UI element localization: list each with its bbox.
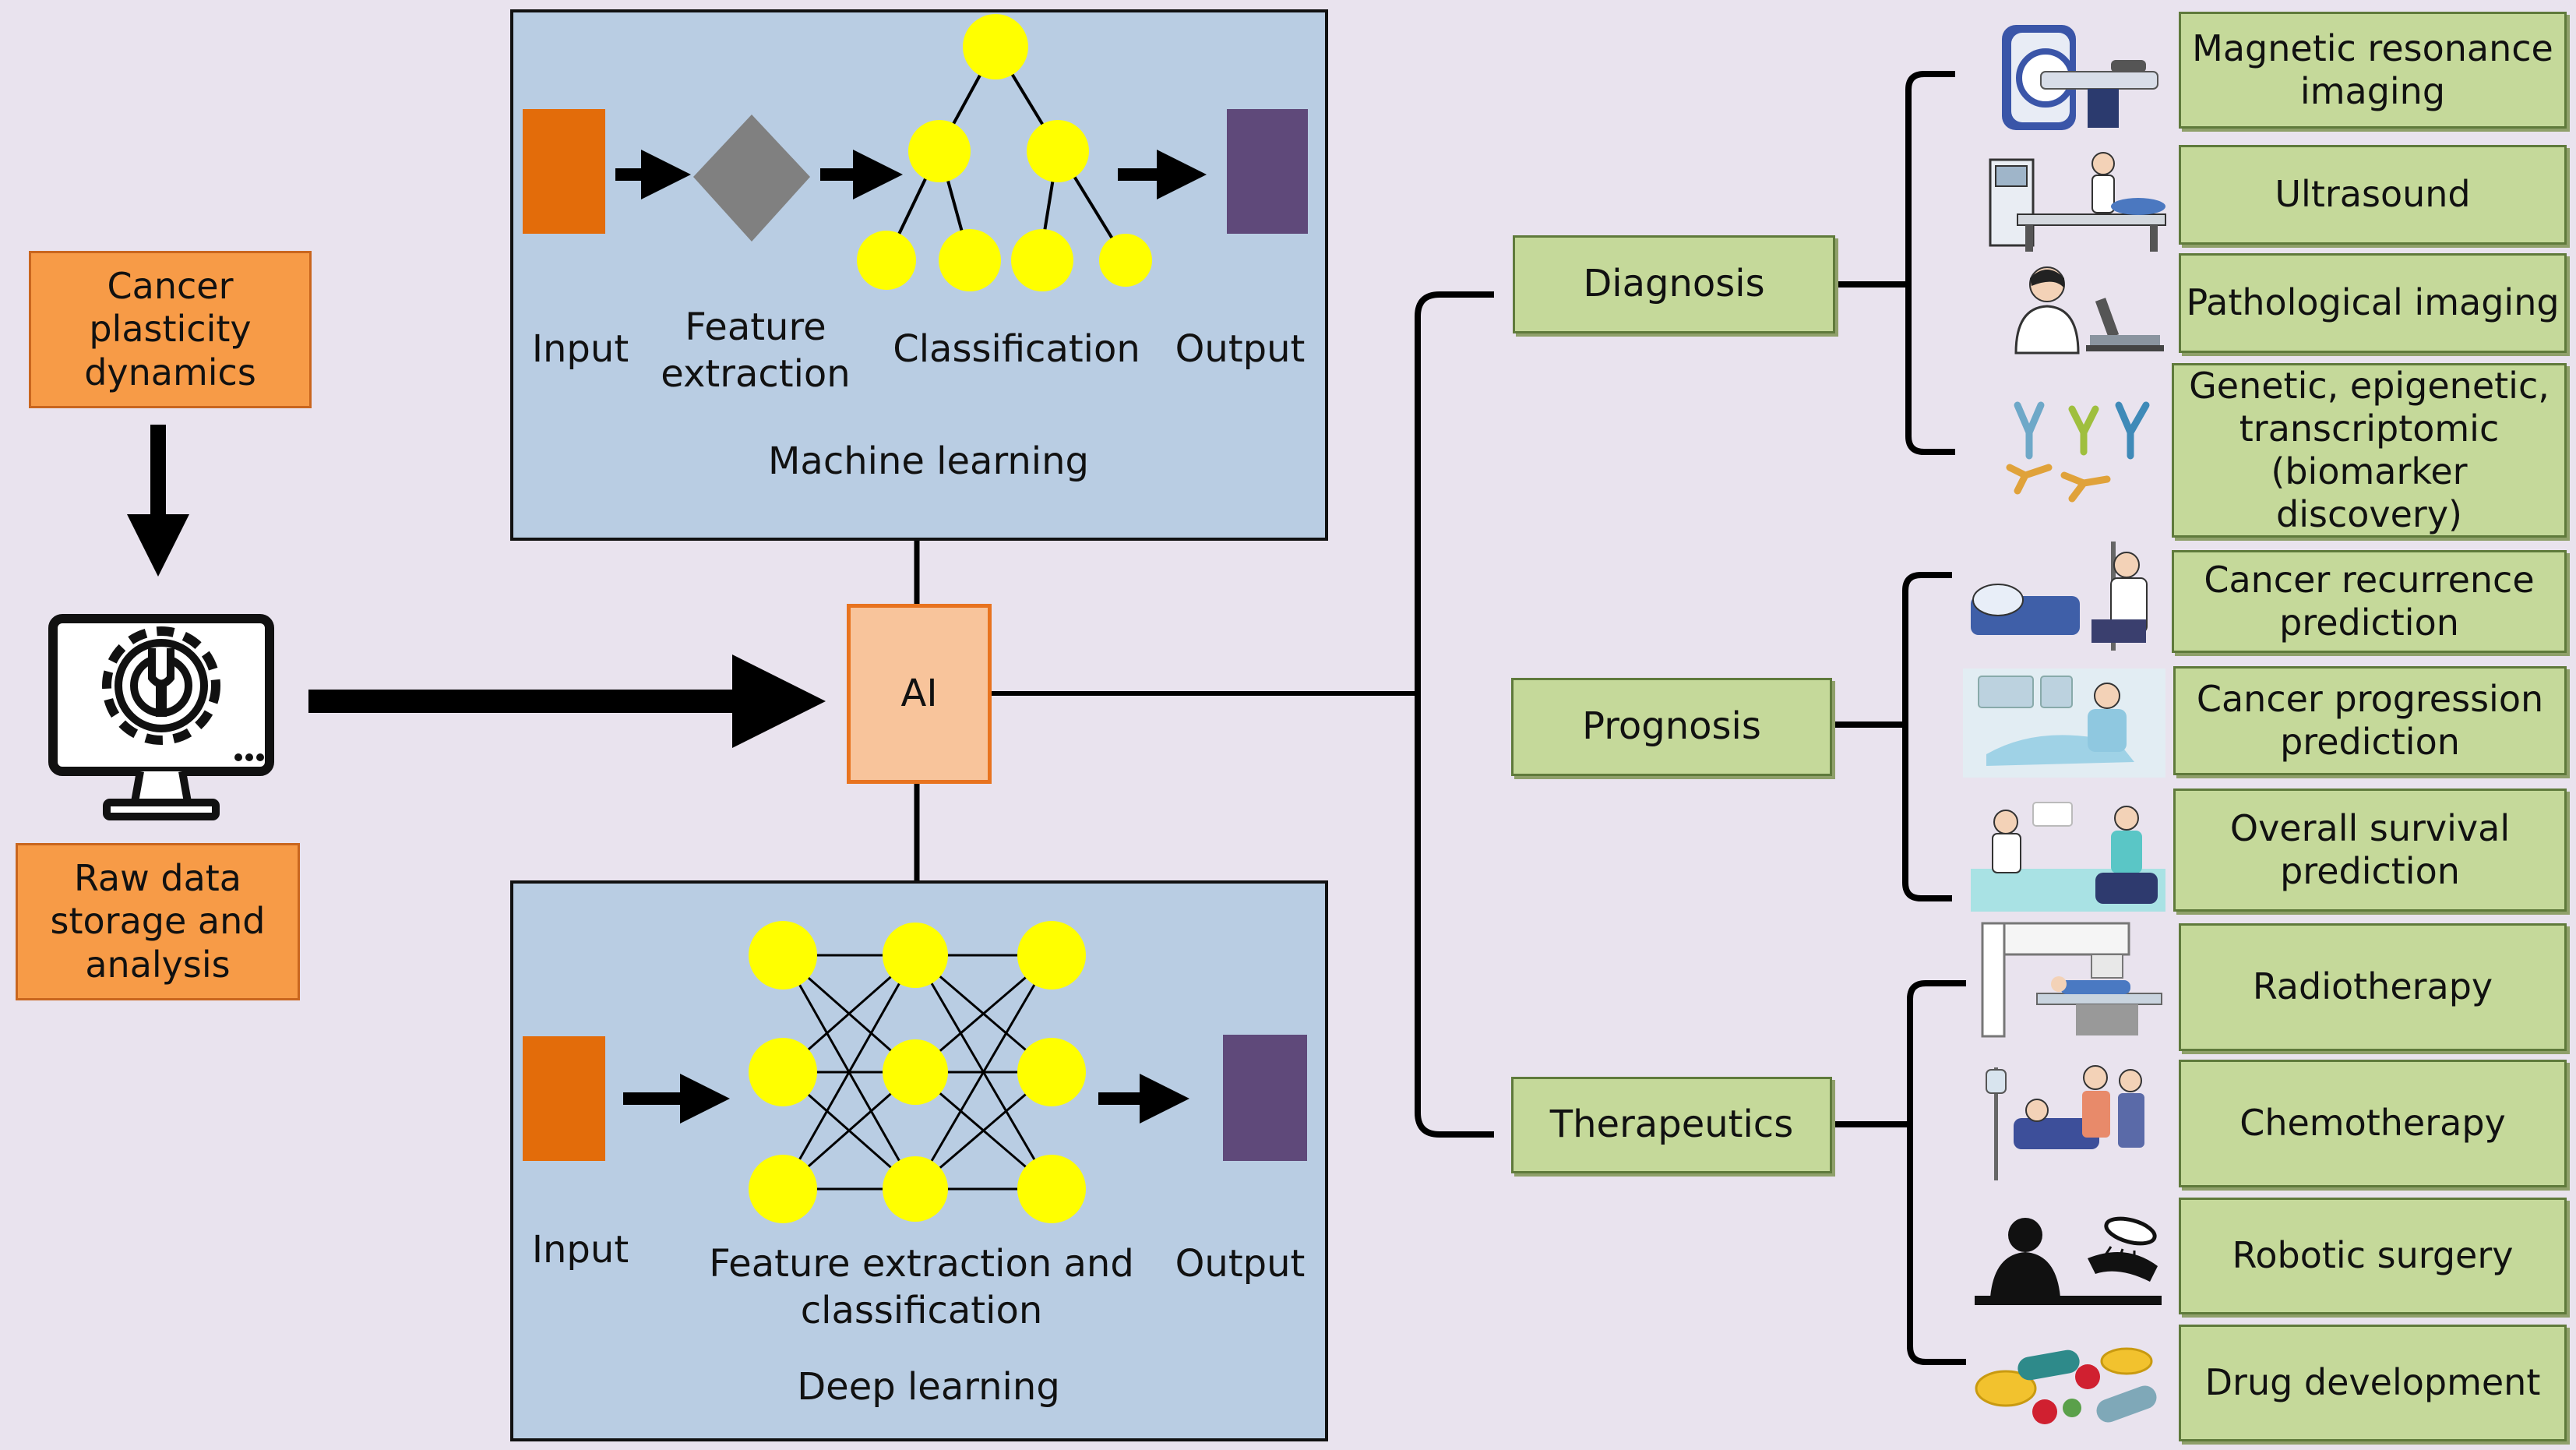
therapeutics-bracket	[1907, 980, 1966, 1365]
ml-feature-label: Feature extraction	[661, 305, 851, 396]
nn-node	[1017, 1038, 1086, 1106]
nn-node	[749, 921, 817, 990]
main-bracket	[1415, 291, 1494, 1138]
outcome-radiotherapy: Radiotherapy	[2179, 923, 2567, 1051]
nn-node	[1017, 1155, 1086, 1223]
radiotherapy-machine-icon	[1981, 922, 2162, 1038]
nn-node	[883, 1156, 948, 1222]
nn-node	[883, 923, 948, 988]
ml-output-block	[1227, 109, 1308, 234]
chemotherapy-infusion-icon	[1986, 1065, 2144, 1180]
ml-input-block	[523, 109, 605, 234]
microscope-scientist-icon	[2014, 266, 2164, 355]
outcome-drug-development: Drug development	[2179, 1325, 2567, 1441]
prognosis-bracket	[1902, 572, 1952, 901]
outcome-survival: Overall survival prediction	[2173, 789, 2567, 912]
diagnosis-bracket	[1905, 71, 1955, 455]
tree-node	[908, 120, 971, 182]
nn-node	[1017, 921, 1086, 990]
dl-title: Deep learning	[797, 1365, 1060, 1409]
outcome-robotic-surgery: Robotic surgery	[2179, 1198, 2567, 1314]
outcome-chemotherapy: Chemotherapy	[2179, 1060, 2567, 1187]
nn-node	[749, 1038, 817, 1106]
outcome-recurrence: Cancer recurrence prediction	[2172, 550, 2567, 653]
outcome-progression: Cancer progression prediction	[2173, 666, 2567, 775]
nn-node	[749, 1155, 817, 1223]
ml-feature-diamond	[693, 115, 810, 242]
ml-pipeline-graphic	[523, 14, 1308, 291]
ml-decision-tree	[857, 14, 1152, 291]
dl-input-label: Input	[531, 1228, 629, 1272]
raw-data-box: Raw data storage and analysis	[16, 843, 300, 1000]
antibody-icon	[2006, 401, 2150, 503]
tree-node	[963, 14, 1028, 79]
outcome-pathological: Pathological imaging	[2179, 253, 2567, 353]
dl-input-block	[523, 1036, 605, 1161]
mri-scanner-icon	[2002, 25, 2158, 130]
cancer-plasticity-box: Cancer plasticity dynamics	[29, 251, 312, 408]
dl-neural-net	[749, 921, 1086, 1223]
ml-input-label: Input	[531, 327, 629, 371]
outcome-mri: Magnetic resonance imaging	[2179, 12, 2567, 129]
prognosis-box: Prognosis	[1511, 678, 1832, 776]
tree-node	[1027, 120, 1089, 182]
ml-output-label: Output	[1175, 327, 1306, 371]
nn-node	[883, 1039, 948, 1105]
tree-node	[939, 229, 1001, 291]
therapeutics-box: Therapeutics	[1511, 1077, 1832, 1173]
robotic-surgery-icon	[1975, 1216, 2162, 1305]
machine-learning-panel	[510, 9, 1328, 541]
dl-output-block	[1223, 1035, 1307, 1161]
outcome-ultrasound: Ultrasound	[2179, 145, 2567, 245]
ultrasound-icon	[1989, 152, 2166, 252]
ai-box: AI	[847, 604, 992, 784]
tree-node	[1099, 234, 1152, 287]
consultation-icon	[1971, 802, 2165, 912]
dl-feature-label: Feature extraction and classification	[709, 1242, 1134, 1332]
ml-classification-label: Classification	[893, 327, 1140, 371]
patient-monitor-icon	[1963, 669, 2165, 778]
tree-node	[857, 231, 916, 290]
pills-icon	[1975, 1347, 2157, 1424]
hospital-bed-icon	[1971, 542, 2148, 651]
diagnosis-box: Diagnosis	[1513, 235, 1835, 333]
ml-title: Machine learning	[767, 439, 1090, 483]
dl-network-graphic	[523, 921, 1307, 1223]
tree-node	[1011, 229, 1073, 291]
outcome-genetic: Genetic, epigenetic, transcriptomic (bio…	[2172, 363, 2567, 538]
computer-gear-icon	[48, 614, 274, 820]
dl-output-label: Output	[1175, 1242, 1306, 1286]
